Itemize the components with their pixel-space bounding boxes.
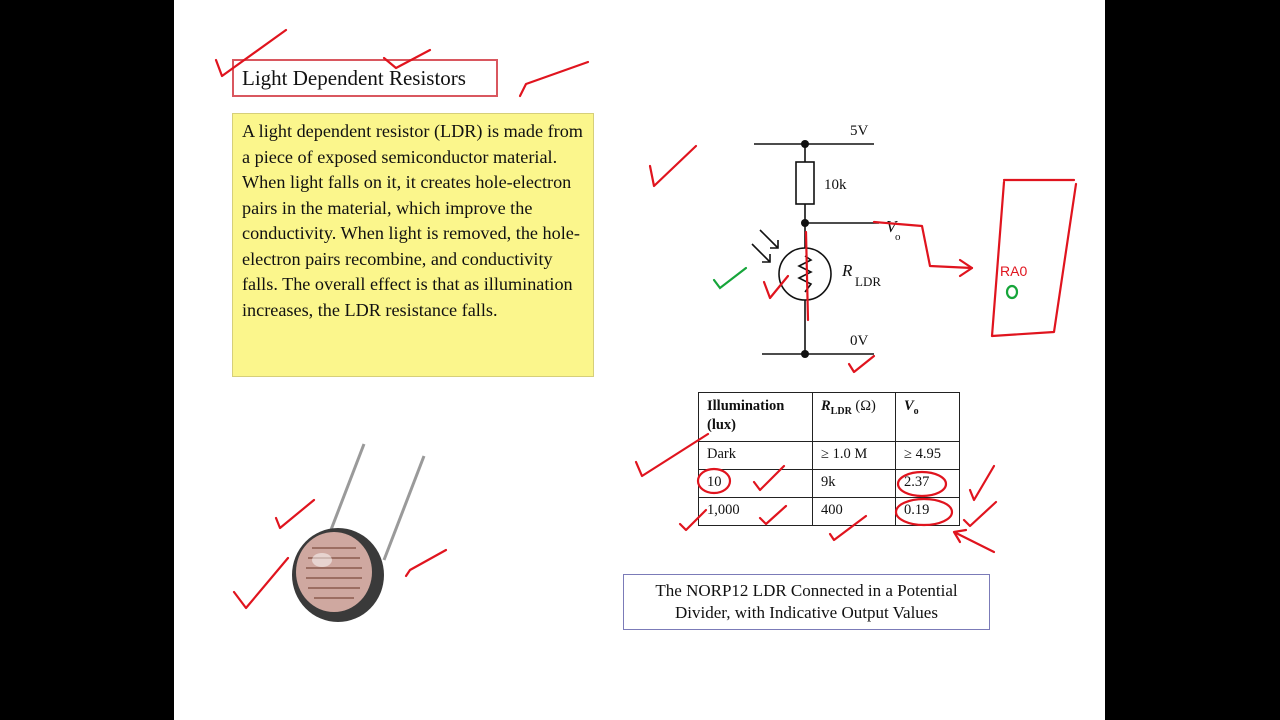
tick-mark — [712, 266, 748, 290]
light-arrow-head — [770, 240, 779, 249]
description-box: A light dependent resistor (LDR) is made… — [232, 113, 594, 377]
header-r-subscript: LDR — [830, 405, 852, 417]
header-vo-subscript: o — [913, 405, 919, 417]
circuit-diagram — [751, 140, 879, 358]
header-r-unit: (Ω) — [851, 398, 876, 414]
circle-mark — [896, 470, 948, 498]
tick-mark — [274, 498, 316, 530]
tick-mark — [678, 508, 708, 532]
resistor-10k — [795, 161, 815, 205]
ldr-underline — [804, 230, 810, 322]
light-arrow-head — [762, 254, 771, 263]
slide: Light Dependent Resistors A light depend… — [174, 0, 1105, 720]
figure-caption: The NORP12 LDR Connected in a Potential … — [623, 574, 990, 630]
ldr-label: R — [841, 261, 853, 280]
header-r-symbol: R — [821, 398, 831, 414]
tick-mark — [404, 548, 448, 578]
resistor-label: 10k — [824, 177, 847, 193]
ldr-label-sub: LDR — [855, 274, 881, 289]
pin-label-annotation: RA0 — [1000, 263, 1027, 279]
tick-mark — [648, 144, 698, 188]
tick-mark — [214, 28, 288, 78]
header-illumination-line1: Illumination — [707, 398, 785, 414]
ldr-lead — [382, 455, 426, 561]
output-route-arrow — [958, 258, 974, 278]
circle-mark — [894, 497, 954, 527]
table-row: 10 9k 2.37 — [698, 469, 960, 498]
output-route — [872, 220, 974, 270]
circle-mark — [1005, 284, 1019, 300]
tick-mark — [762, 274, 790, 300]
values-table: Illumination (lux) RLDR (Ω) Vo Dark ≥ 1.… — [698, 392, 960, 526]
table-header-row: Illumination (lux) RLDR (Ω) Vo — [698, 392, 960, 442]
tick-mark — [382, 48, 432, 70]
tick-mark — [847, 354, 876, 374]
tick-mark — [634, 432, 710, 478]
cell-resistance: 400 — [812, 497, 896, 526]
header-illumination-line2: (lux) — [707, 417, 736, 433]
tick-mark — [968, 464, 996, 502]
light-arrow — [759, 229, 779, 249]
slide-title: Light Dependent Resistors — [232, 59, 498, 97]
output-label-sub: o — [895, 231, 901, 243]
header-vo-symbol: V — [904, 398, 914, 414]
header-vo: Vo — [895, 392, 960, 442]
ldr-photo — [292, 443, 426, 622]
supply-label: 5V — [850, 123, 869, 139]
drawing-layer: 5V 10k V o R LDR 0V — [214, 28, 1078, 622]
caption-line-1: The NORP12 LDR Connected in a Potential — [655, 581, 958, 600]
green-annotations — [712, 266, 1019, 300]
red-annotations — [214, 28, 1078, 610]
table-row: 1,000 400 0.19 — [698, 497, 960, 526]
tick-mark — [962, 500, 998, 528]
ldr-zigzag — [797, 255, 813, 293]
cell-resistance: ≥ 1.0 M — [812, 441, 896, 470]
header-illumination: Illumination (lux) — [698, 392, 813, 442]
cell-vo: ≥ 4.95 — [895, 441, 960, 470]
table-row: Dark ≥ 1.0 M ≥ 4.95 — [698, 441, 960, 470]
tick-mark — [518, 60, 590, 98]
light-arrow — [751, 243, 771, 263]
tick-mark — [828, 514, 868, 542]
tick-mark — [232, 556, 290, 610]
mcu-outline — [990, 178, 1078, 338]
ldr-face — [296, 532, 372, 612]
caption-line-2: Divider, with Indicative Output Values — [675, 603, 938, 622]
ground-label: 0V — [850, 333, 869, 349]
cell-illumination: 1,000 — [698, 497, 813, 526]
output-label: V — [886, 217, 899, 236]
tick-mark — [758, 504, 788, 526]
tick-mark — [752, 464, 786, 492]
circle-mark — [696, 467, 732, 495]
pointer-arrow — [952, 528, 996, 554]
ground-node — [801, 350, 809, 358]
